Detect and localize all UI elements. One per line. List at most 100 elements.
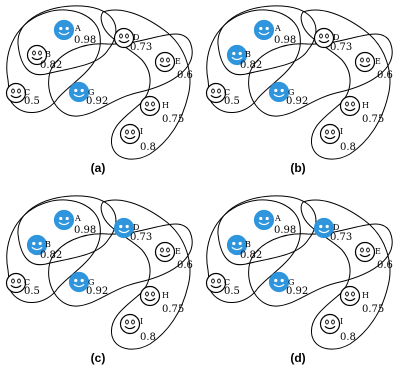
node-a-face-icon bbox=[53, 19, 75, 41]
node-g-face-icon bbox=[68, 271, 90, 293]
node-c: C0.5 bbox=[205, 272, 240, 297]
node-a-letter: A bbox=[274, 214, 281, 223]
node-b-value: 0.82 bbox=[40, 250, 62, 261]
node-g-value: 0.92 bbox=[86, 96, 108, 107]
node-b-face-icon bbox=[226, 234, 248, 256]
node-a-face-icon bbox=[253, 19, 275, 41]
node-a: A0.98 bbox=[53, 209, 96, 236]
node-b-letter: B bbox=[245, 240, 251, 249]
region-right-cluster bbox=[300, 199, 391, 350]
node-c: C0.5 bbox=[205, 82, 240, 107]
node-d-value: 0.73 bbox=[330, 42, 352, 53]
node-e-face-icon bbox=[154, 241, 176, 263]
node-g-face-icon bbox=[68, 81, 90, 103]
region-top-cluster bbox=[17, 5, 117, 76]
region-top-cluster bbox=[217, 5, 317, 76]
node-b: B0.82 bbox=[226, 44, 262, 71]
region-right-cluster bbox=[100, 199, 191, 350]
node-h-face-icon bbox=[139, 95, 161, 117]
node-c-letter: C bbox=[224, 278, 230, 287]
node-c-letter: C bbox=[24, 88, 30, 97]
node-h-face-icon bbox=[139, 285, 161, 307]
node-d-face-icon bbox=[313, 217, 335, 239]
node-e-letter: E bbox=[375, 57, 381, 66]
node-g-letter: G bbox=[88, 278, 94, 287]
node-g: G0.92 bbox=[68, 271, 108, 297]
node-c-value: 0.5 bbox=[224, 96, 240, 107]
region-top-cluster bbox=[17, 195, 117, 266]
node-g-value: 0.92 bbox=[86, 286, 108, 297]
node-h-letter: H bbox=[162, 291, 169, 300]
node-d-face-icon bbox=[113, 217, 135, 239]
node-d: D0.73 bbox=[113, 217, 152, 243]
node-b-value: 0.82 bbox=[240, 60, 262, 71]
node-g: G0.92 bbox=[68, 81, 108, 107]
node-i-value: 0.8 bbox=[140, 142, 156, 153]
node-h-letter: H bbox=[162, 101, 169, 110]
node-b-face-icon bbox=[226, 44, 248, 66]
node-a-value: 0.98 bbox=[274, 225, 296, 236]
node-a-letter: A bbox=[274, 24, 281, 33]
node-h-letter: H bbox=[362, 291, 369, 300]
node-c-letter: C bbox=[24, 278, 30, 287]
node-a-face-icon bbox=[53, 209, 75, 231]
node-c-letter: C bbox=[224, 88, 230, 97]
node-c-value: 0.5 bbox=[224, 286, 240, 297]
node-g-value: 0.92 bbox=[286, 286, 308, 297]
node-h: H 0.75 bbox=[139, 95, 184, 125]
node-e-value: 0.6 bbox=[177, 70, 193, 81]
region-center-cluster bbox=[248, 223, 393, 307]
node-i-face-icon bbox=[319, 313, 341, 335]
node-h-value: 0.75 bbox=[362, 114, 384, 125]
node-b-value: 0.82 bbox=[40, 60, 62, 71]
node-g-face-icon bbox=[268, 271, 290, 293]
node-g-value: 0.92 bbox=[286, 96, 308, 107]
node-b-face-icon bbox=[26, 234, 48, 256]
node-e-letter: E bbox=[175, 247, 181, 256]
node-e-value: 0.6 bbox=[377, 70, 393, 81]
node-d-value: 0.73 bbox=[130, 42, 152, 53]
node-c: C0.5 bbox=[5, 272, 40, 297]
node-e: E 0.6 bbox=[354, 51, 393, 81]
node-i-value: 0.8 bbox=[140, 332, 156, 343]
node-h: H0.75 bbox=[339, 285, 384, 315]
node-h-value: 0.75 bbox=[162, 114, 184, 125]
node-a-letter: A bbox=[74, 24, 81, 33]
node-a: A 0.98 bbox=[253, 19, 296, 46]
node-b-letter: B bbox=[45, 50, 51, 59]
node-h-value: 0.75 bbox=[162, 304, 184, 315]
node-b: B0.82 bbox=[26, 44, 62, 71]
node-b: B0.82 bbox=[226, 234, 262, 261]
node-i: I0.8 bbox=[319, 123, 356, 153]
node-a-value: 0.98 bbox=[74, 225, 96, 236]
node-g: G0.92 bbox=[268, 271, 308, 297]
panel-caption: (d) bbox=[290, 351, 305, 365]
node-i-face-icon bbox=[319, 123, 341, 145]
node-d-letter: D bbox=[333, 33, 339, 42]
node-e-value: 0.6 bbox=[177, 260, 193, 271]
region-top-cluster bbox=[217, 195, 317, 266]
node-h: H 0.75 bbox=[339, 95, 384, 125]
node-b-value: 0.82 bbox=[240, 250, 262, 261]
node-g-letter: G bbox=[288, 278, 294, 287]
node-d-letter: D bbox=[133, 223, 139, 232]
node-e-letter: E bbox=[175, 57, 181, 66]
node-d: D0.73 bbox=[113, 27, 152, 53]
node-a-value: 0.98 bbox=[274, 35, 296, 46]
node-i-letter: I bbox=[340, 127, 343, 136]
node-d-face-icon bbox=[313, 27, 335, 49]
node-i-value: 0.8 bbox=[340, 332, 356, 343]
region-center-cluster bbox=[48, 223, 193, 307]
node-a: A0.98 bbox=[53, 19, 96, 46]
node-h: H 0.75 bbox=[139, 285, 184, 315]
node-h-letter: H bbox=[362, 101, 369, 110]
node-c: C0.5 bbox=[5, 82, 40, 107]
node-b: B0.82 bbox=[26, 234, 62, 261]
node-h-face-icon bbox=[339, 95, 361, 117]
node-d-letter: D bbox=[333, 223, 339, 232]
node-a: A 0.98 bbox=[253, 209, 296, 236]
node-c-value: 0.5 bbox=[24, 96, 40, 107]
